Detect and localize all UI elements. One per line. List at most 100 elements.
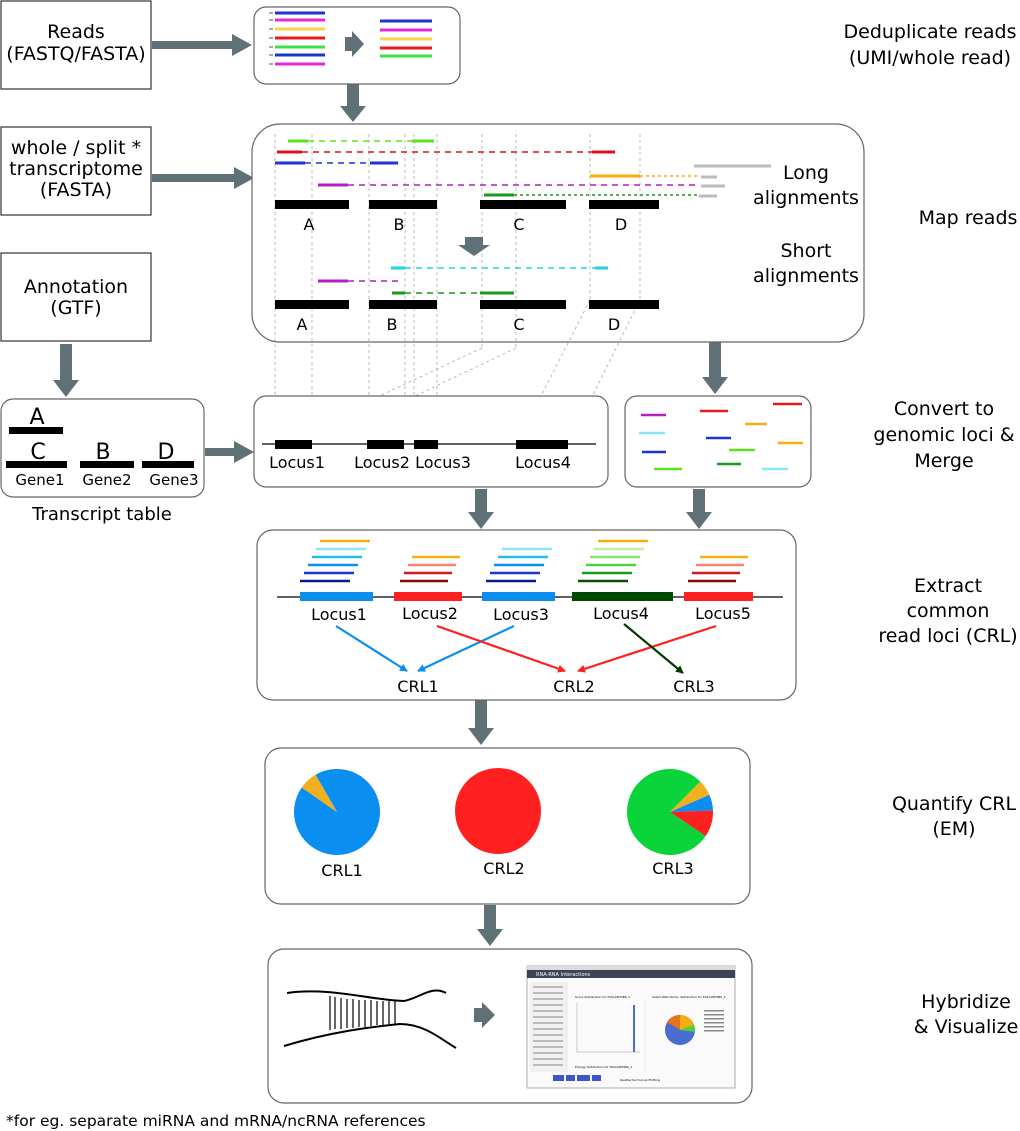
short-alignments-line2: alignments: [753, 265, 859, 287]
step-extract-line2: common: [907, 600, 990, 622]
pie-3-slice-4: [670, 810, 713, 837]
screenshot-chart1-title: Score distribution for FAS1e8H4B0_1: [575, 995, 630, 999]
screenshot-footer: Deattached Group Plotting: [620, 1078, 660, 1082]
step-dedup-line1: Deduplicate reads: [844, 21, 1017, 43]
annotation-format: (GTF): [50, 297, 101, 319]
visualize-inner-arrow: [474, 1002, 495, 1028]
hybrid-duplex: [283, 989, 457, 1049]
transcript-d-long: D: [615, 215, 627, 234]
pie-1-slice-2: [301, 774, 337, 812]
transcript-d-short: D: [608, 315, 620, 334]
unique-reads: [380, 19, 432, 58]
crl-read-stacks: [300, 539, 748, 583]
step-convert-line1: Convert to: [894, 398, 994, 420]
long-alignment-reads: [275, 139, 771, 198]
table-transcript-d: D: [158, 440, 175, 465]
step-map: Map reads: [919, 207, 1018, 229]
crl-assignment-arrows: [335, 623, 717, 674]
screenshot-title: RNA-RNA Interactions: [536, 972, 591, 978]
long-alignments-line1: Long: [783, 162, 829, 184]
screenshot-chart2-title: Select RNA family distribution for FAS1e…: [652, 995, 726, 999]
crl1-label: CRL1: [397, 677, 438, 696]
table-transcript-b: B: [95, 440, 110, 465]
flow-arrows: [53, 34, 728, 946]
genomic-loci-box: Locus1 Locus2 Locus3 Locus4: [253, 395, 609, 488]
arrow-annotation-to-table: [53, 344, 79, 397]
pie-crl3: [627, 769, 713, 856]
arrow-table-to-loci: [205, 441, 254, 463]
pie-2-slice-1: [455, 768, 541, 854]
visualization-screenshot: RNA-RNA Interactions Score distribution …: [526, 965, 736, 1089]
crl-box: Locus1 Locus2 Locus3 Locus4 Locus5 CRL1 …: [256, 529, 797, 701]
merged-reads-box: [624, 395, 812, 488]
annotation-title: Annotation: [24, 276, 128, 298]
short-alignment-reads: [318, 266, 608, 295]
arrow-crl-to-quantify: [468, 700, 494, 745]
step-labels: Deduplicate reads (UMI/whole read) Map r…: [844, 21, 1019, 1038]
step-dedup-line2: (UMI/whole read): [849, 47, 1011, 69]
step-quantify-line2: (EM): [932, 818, 975, 840]
crl-locus4: Locus4: [593, 604, 649, 623]
transcript-a-long: A: [304, 215, 315, 234]
pie-label-crl3: CRL3: [652, 859, 693, 878]
crl-locus2: Locus2: [402, 604, 458, 623]
step-quantify-line1: Quantify CRL: [892, 793, 1017, 815]
long-alignments-line2: alignments: [753, 187, 859, 209]
pie-3-slice-2: [670, 781, 710, 812]
step-extract-line3: read loci (CRL): [878, 625, 1017, 647]
table-transcript-c: C: [30, 440, 45, 465]
pie-crl2: [455, 768, 541, 854]
table-transcript-a: A: [29, 405, 44, 430]
step-extract-line1: Extract: [914, 575, 982, 597]
step-convert-line2: genomic loci &: [873, 424, 1014, 446]
transcriptome-line1: whole / split *: [11, 137, 141, 159]
crl3-label: CRL3: [673, 677, 714, 696]
transcript-b-short: B: [387, 315, 398, 334]
short-transcripts: [275, 300, 659, 309]
transcript-a-short: A: [297, 315, 308, 334]
transcriptome-line3: (FASTA): [40, 179, 112, 201]
pie-3-slice-1: [627, 769, 706, 856]
pie-label-crl2: CRL2: [483, 859, 524, 878]
pie-crl1: [293, 769, 380, 856]
arrow-dedup-to-map: [340, 84, 366, 122]
transcript-table: A C B D Gene1 Gene2 Gene3: [0, 398, 205, 498]
crl-locus5: Locus5: [695, 604, 751, 623]
visualize-box: RNA-RNA Interactions Score distribution …: [267, 948, 753, 1104]
annotation-input-box: Annotation (GTF): [0, 252, 152, 342]
reads-title: Reads: [47, 21, 105, 43]
step-convert-line3: Merge: [914, 450, 973, 472]
raw-reads: [269, 11, 325, 66]
arrow-map-to-merge: [702, 342, 728, 394]
genomic-locus1: Locus1: [269, 453, 325, 472]
screenshot-chart3-title: Energy distribution for FAS1e8H4B0_1: [575, 1065, 632, 1069]
pie-1-slice-1: [293, 769, 380, 856]
step-hybridize-line1: Hybridize: [921, 991, 1011, 1013]
step-hybridize-line2: & Visualize: [914, 1016, 1019, 1038]
base-pairs: [329, 996, 396, 1030]
pie-label-crl1: CRL1: [321, 861, 362, 880]
dedup-inner-arrow: [345, 31, 364, 57]
table-gene1: Gene1: [15, 471, 64, 489]
map-reads-box: Long alignments A B C D Short alignments…: [251, 123, 865, 446]
transcript-table-caption: Transcript table: [31, 504, 172, 525]
pie-3-slice-3: [670, 794, 713, 812]
transcriptome-input-box: whole / split * transcriptome (FASTA): [0, 126, 152, 216]
arrow-quantify-to-visualize: [477, 905, 503, 946]
short-alignments-line1: Short: [781, 240, 832, 262]
reads-input-box: Reads (FASTQ/FASTA): [0, 0, 152, 90]
crl2-label: CRL2: [553, 677, 594, 696]
quantify-box: CRL1 CRL2 CRL3: [264, 747, 751, 905]
transcript-c-short: C: [513, 315, 524, 334]
long-transcripts: [275, 200, 659, 209]
footnote: *for eg. separate miRNA and mRNA/ncRNA r…: [6, 1112, 426, 1130]
genomic-locus2: Locus2: [354, 453, 410, 472]
arrow-reads-to-dedup: [152, 34, 252, 56]
table-gene2: Gene2: [82, 471, 131, 489]
genomic-locus4: Locus4: [515, 453, 571, 472]
table-gene3: Gene3: [149, 471, 198, 489]
crl-locus3: Locus3: [493, 605, 549, 624]
arrow-transcriptome-to-map: [152, 167, 254, 189]
genomic-locus3: Locus3: [415, 453, 471, 472]
